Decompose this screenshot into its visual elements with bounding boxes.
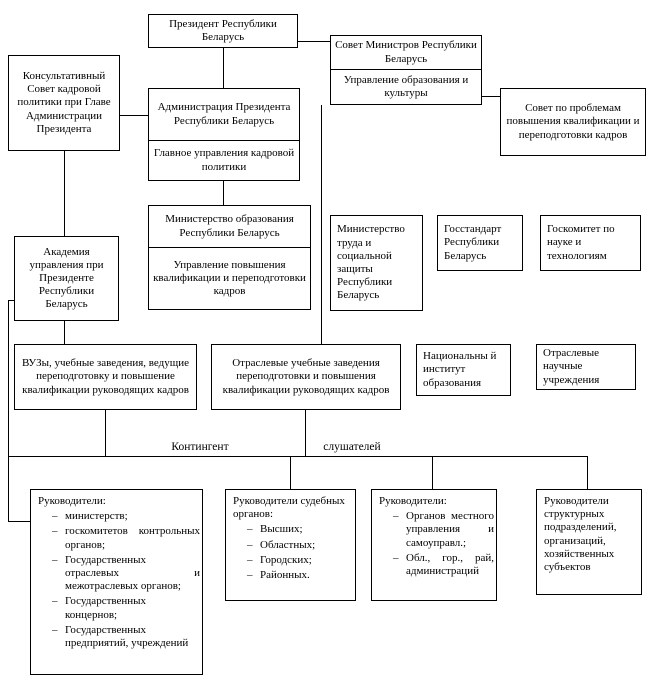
gosstandart-label: Госстандарт Республики Беларусь bbox=[444, 223, 502, 262]
connector-line bbox=[223, 181, 224, 205]
list-item: Государственных отраслевых и межотраслев… bbox=[52, 554, 200, 594]
admin-cell-bottom: Главное управления кадровой политики bbox=[148, 141, 300, 181]
president-label: Президент Республики Беларусь bbox=[169, 17, 277, 43]
box-sovmin: Совет Министров Республики Беларусь Упра… bbox=[330, 35, 482, 105]
kontingent-label: Контингент bbox=[171, 441, 229, 453]
connector-line bbox=[8, 456, 588, 457]
box-goskomitet: Госкомитет по науке и технологиям bbox=[540, 215, 641, 271]
box-administratsiya: Администрация Президента Республики Бела… bbox=[148, 88, 300, 181]
goskomitet-label: Госкомитет по науке и технологиям bbox=[547, 223, 615, 262]
connector-line bbox=[64, 321, 65, 344]
box-otraslevye-nauchnye: Отраслевые научные учреждения bbox=[536, 344, 636, 390]
connector-line bbox=[587, 456, 588, 489]
akademia-label: Академия управления при Президенте Респу… bbox=[29, 245, 104, 311]
ruk2-title: Руководители судебных органов: bbox=[233, 495, 345, 521]
list-item: госкомитетов контрольных органов; bbox=[52, 525, 200, 551]
box-minobr: Министерство образования Республики Бела… bbox=[148, 205, 311, 310]
ruk1-list: министерств; госкомитетов контрольных ор… bbox=[52, 510, 200, 650]
list-item: Органов местного управления и самоуправл… bbox=[393, 510, 494, 550]
list-item: Областных; bbox=[247, 539, 353, 552]
connector-line bbox=[64, 151, 65, 236]
vuzy-label: ВУЗы, учебные заведения, ведущие перепод… bbox=[21, 357, 190, 396]
ruk1-title: Руководители: bbox=[38, 495, 106, 507]
list-item: Обл., гор., рай, администраций bbox=[393, 552, 494, 578]
connector-line bbox=[298, 41, 330, 42]
box-gosstandart: Госстандарт Республики Беларусь bbox=[437, 215, 523, 271]
box-sovet-problem: Совет по проблемам повышения квалификаци… bbox=[500, 88, 646, 156]
connector-line bbox=[8, 300, 9, 521]
connector-line bbox=[482, 96, 500, 97]
minobr-subtitle: Управление повышения квалификации и пере… bbox=[153, 258, 306, 298]
nats-institut-label: Национальны й институт образования bbox=[423, 350, 497, 389]
minobr-cell-bottom: Управление повышения квалификации и пере… bbox=[148, 248, 311, 310]
box-konsult-sovet: Консультативный Совет кадровой политики … bbox=[8, 55, 120, 151]
list-item: Государственных концернов; bbox=[52, 595, 200, 621]
list-item: министерств; bbox=[52, 510, 200, 523]
list-item: Городских; bbox=[247, 554, 353, 567]
box-otraslevye-uchebnye: Отраслевые учебные заведения переподгото… bbox=[211, 344, 401, 410]
connector-line bbox=[105, 410, 106, 456]
list-item: Государственных предприятий, учреждений bbox=[52, 624, 200, 650]
sovmin-cell-bottom: Управление образования и культуры bbox=[330, 70, 482, 105]
box-mintrud: Министерство труда и социальной защиты Р… bbox=[330, 215, 423, 311]
sovmin-title: Совет Министров Республики Беларусь bbox=[335, 39, 477, 65]
ruk2-list: Высших; Областных; Городских; Районных. bbox=[247, 523, 353, 582]
minobr-title: Министерство образования Республики Бела… bbox=[165, 213, 294, 239]
box-rukovoditeli-ministerstv: Руководители: министерств; госкомитетов … bbox=[30, 489, 203, 675]
connector-line bbox=[305, 410, 306, 456]
slushateley-label: слушателей bbox=[323, 441, 381, 453]
connector-line bbox=[321, 105, 322, 344]
connector-line bbox=[8, 521, 30, 522]
konsult-label: Консультативный Совет кадровой политики … bbox=[17, 70, 111, 135]
box-president: Президент Республики Беларусь bbox=[148, 14, 298, 48]
connector-line bbox=[120, 115, 148, 116]
connector-line bbox=[8, 300, 14, 301]
ruk3-list: Органов местного управления и самоуправл… bbox=[393, 510, 494, 578]
minobr-cell-top: Министерство образования Республики Бела… bbox=[148, 205, 311, 248]
box-akademia: Академия управления при Президенте Респу… bbox=[14, 236, 119, 321]
mintrud-label: Министерство труда и социальной защиты Р… bbox=[337, 223, 405, 302]
box-rukovoditeli-strukturnykh: Руководители структурных подразделений, … bbox=[536, 489, 642, 595]
ruk4-label: Руководители структурных подразделений, … bbox=[544, 495, 617, 573]
connector-line bbox=[290, 456, 291, 489]
admin-subtitle: Главное управления кадровой политики bbox=[153, 147, 295, 173]
box-rukovoditeli-sudebnykh: Руководители судебных органов: Высших; О… bbox=[225, 489, 356, 601]
otraslevye-uchebnye-label: Отраслевые учебные заведения переподгото… bbox=[222, 357, 390, 396]
ruk3-title: Руководители: bbox=[379, 495, 447, 507]
admin-title: Администрация Президента Республики Бела… bbox=[157, 101, 291, 127]
box-vuzy: ВУЗы, учебные заведения, ведущие перепод… bbox=[14, 344, 197, 410]
otraslevye-nauchnye-label: Отраслевые научные учреждения bbox=[543, 347, 600, 386]
connector-line bbox=[432, 456, 433, 489]
sovet-problem-label: Совет по проблемам повышения квалификаци… bbox=[506, 102, 640, 141]
sovmin-cell-top: Совет Министров Республики Беларусь bbox=[330, 35, 482, 70]
box-rukovoditeli-mestnykh: Руководители: Органов местного управлени… bbox=[371, 489, 497, 601]
box-nats-institut: Национальны й институт образования bbox=[416, 344, 511, 396]
connector-line bbox=[223, 48, 224, 88]
sovmin-subtitle: Управление образования и культуры bbox=[343, 73, 469, 99]
list-item: Высших; bbox=[247, 523, 353, 536]
list-item: Районных. bbox=[247, 569, 353, 582]
admin-cell-top: Администрация Президента Республики Бела… bbox=[148, 88, 300, 141]
